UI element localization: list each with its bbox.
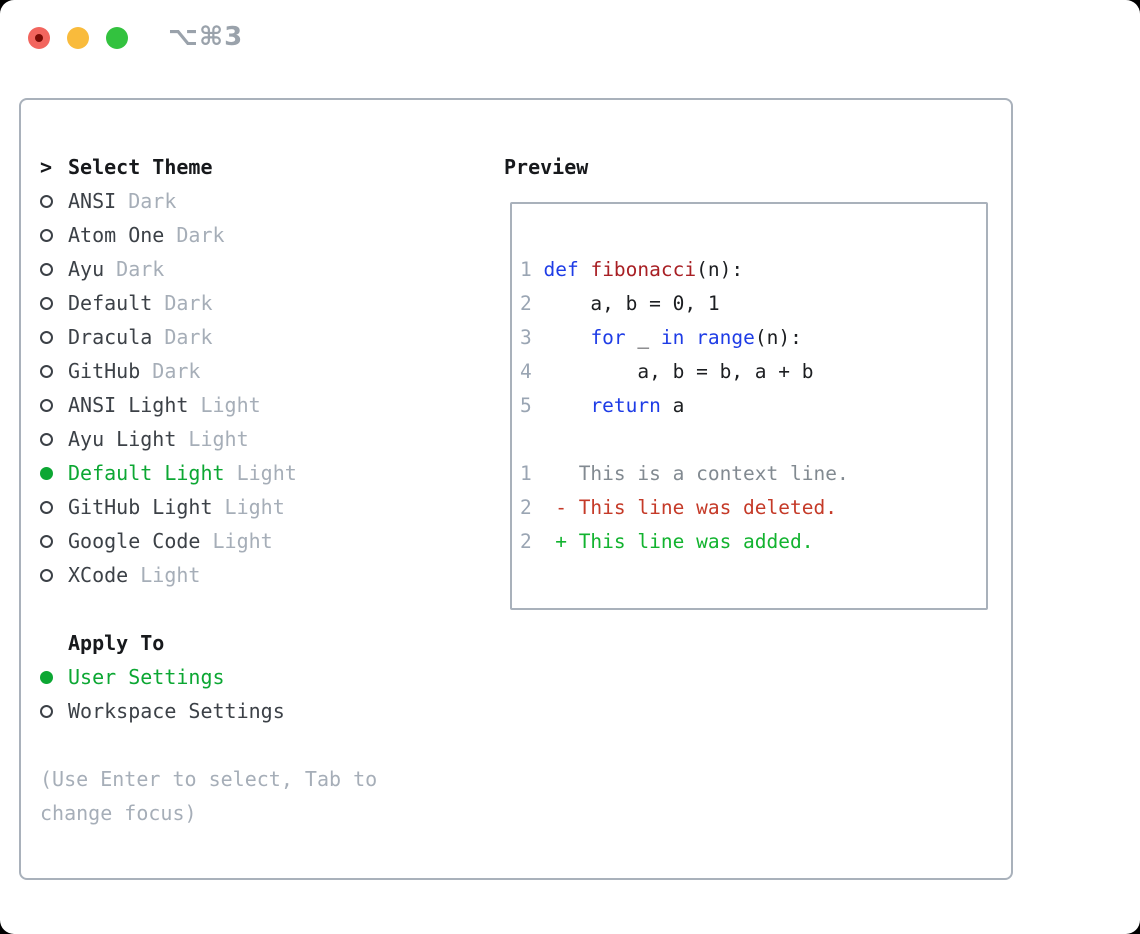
item-label: Google Code	[68, 529, 201, 553]
radio-off-icon	[40, 296, 53, 310]
line-number: 3	[520, 326, 532, 349]
radio-off-icon	[40, 568, 53, 582]
window-shortcut-label: ⌥⌘3	[168, 22, 244, 52]
code-line: 2 a, b = 0, 1	[520, 287, 986, 321]
theme-item-dracula[interactable]: Dracula Dark	[40, 320, 377, 354]
variant-tag: Light	[200, 393, 261, 417]
item-label: Default	[68, 291, 153, 315]
theme-item-ayu-light[interactable]: Ayu Light Light	[40, 422, 377, 456]
code-line: 3 for _ in range(n):	[520, 321, 986, 355]
variant-tag: Dark	[176, 223, 225, 247]
code-line	[520, 423, 986, 457]
theme-item-ansi-light[interactable]: ANSI Light Light	[40, 388, 377, 422]
theme-item-ansi[interactable]: ANSI Dark	[40, 184, 377, 218]
close-button[interactable]	[28, 27, 50, 49]
variant-tag: Light	[188, 427, 249, 451]
theme-item-github[interactable]: GitHub Dark	[40, 354, 377, 388]
select-theme-header-label: Select Theme	[68, 155, 213, 179]
line-number: 1	[520, 258, 532, 281]
line-number: 1	[520, 462, 532, 485]
radio-off-icon	[40, 500, 53, 514]
radio-off-icon	[40, 432, 53, 446]
item-label: Dracula	[68, 325, 153, 349]
apply-option-user-settings[interactable]: User Settings	[40, 660, 377, 694]
item-label: Default Light	[68, 461, 225, 485]
variant-tag: Dark	[152, 359, 201, 383]
code-line: 2 - This line was deleted.	[520, 491, 986, 525]
theme-item-atom-one[interactable]: Atom One Dark	[40, 218, 377, 252]
radio-off-icon	[40, 330, 53, 344]
chevron-right-icon: >	[40, 155, 53, 179]
apply-to-header-label: Apply To	[68, 631, 165, 655]
select-theme-header: > Select Theme	[40, 150, 377, 184]
code-line: 4 a, b = b, a + b	[520, 355, 986, 389]
variant-tag: Dark	[164, 291, 213, 315]
variant-tag: Dark	[116, 257, 165, 281]
variant-tag: Dark	[164, 325, 213, 349]
code-line: 5 return a	[520, 389, 986, 423]
radio-off-icon	[40, 534, 53, 548]
radio-on-icon	[40, 670, 53, 684]
variant-tag: Light	[212, 529, 273, 553]
code-line: 1 This is a context line.	[520, 457, 986, 491]
minimize-button[interactable]	[67, 27, 89, 49]
line-number: 5	[520, 394, 532, 417]
theme-item-ayu[interactable]: Ayu Dark	[40, 252, 377, 286]
variant-tag: Light	[224, 495, 285, 519]
item-label: GitHub Light	[68, 495, 213, 519]
radio-off-icon	[40, 228, 53, 242]
preview-header-label: Preview	[504, 155, 589, 179]
radio-off-icon	[40, 398, 53, 412]
item-label: Ayu Light	[68, 427, 177, 451]
line-number: 2	[520, 530, 532, 553]
titlebar	[28, 27, 128, 49]
hint-line-1: (Use Enter to select, Tab to	[40, 767, 378, 791]
item-label: ANSI	[68, 189, 117, 213]
theme-item-default-light[interactable]: Default Light Light	[40, 456, 377, 490]
theme-item-xcode[interactable]: XCode Light	[40, 558, 377, 592]
theme-item-default[interactable]: Default Dark	[40, 286, 377, 320]
close-dot-icon	[35, 34, 43, 42]
zoom-button[interactable]	[106, 27, 128, 49]
radio-on-icon	[40, 466, 53, 480]
radio-off-icon	[40, 262, 53, 276]
item-label: ANSI Light	[68, 393, 189, 417]
line-number: 2	[520, 292, 532, 315]
line-number: 4	[520, 360, 532, 383]
item-label: XCode	[68, 563, 129, 587]
radio-off-icon	[40, 364, 53, 378]
hint-line-2: change focus)	[40, 801, 197, 825]
item-label: GitHub	[68, 359, 141, 383]
variant-tag: Dark	[128, 189, 177, 213]
apply-to-header: Apply To	[40, 626, 377, 660]
theme-item-google-code[interactable]: Google Code Light	[40, 524, 377, 558]
apply-option-workspace-settings[interactable]: Workspace Settings	[40, 694, 377, 728]
item-label: User Settings	[68, 665, 225, 689]
code-line: 2 + This line was added.	[520, 525, 986, 559]
item-label: Workspace Settings	[68, 699, 285, 723]
theme-item-github-light[interactable]: GitHub Light Light	[40, 490, 377, 524]
radio-off-icon	[40, 704, 53, 718]
variant-tag: Light	[140, 563, 201, 587]
item-label: Atom One	[68, 223, 165, 247]
line-number: 2	[520, 496, 532, 519]
item-label: Ayu	[68, 257, 105, 281]
variant-tag: Light	[236, 461, 297, 485]
radio-off-icon	[40, 194, 53, 208]
